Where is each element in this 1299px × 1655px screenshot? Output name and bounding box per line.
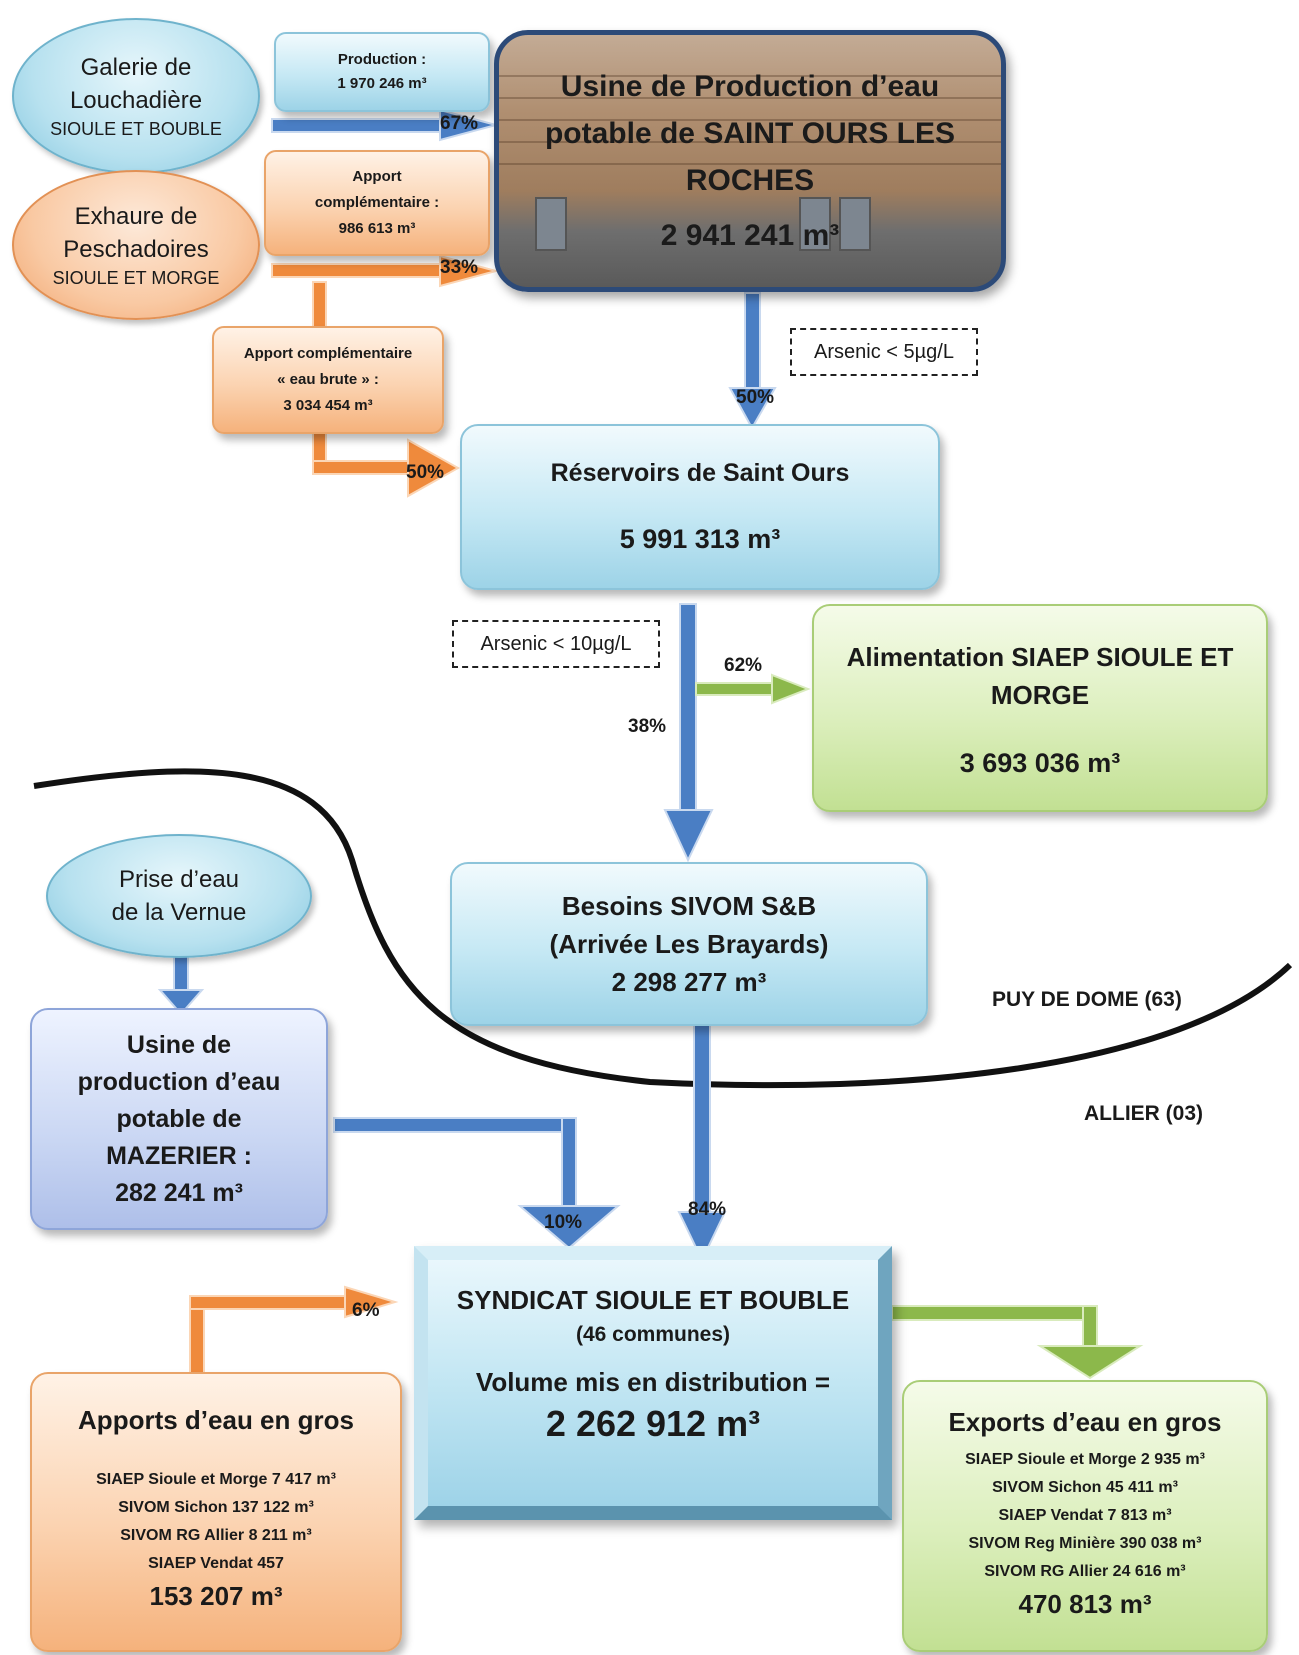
region-puy-de-dome: PUY DE DOME (63) <box>992 988 1182 1011</box>
usine-saint-ours-line1: Usine de Production d’eau <box>560 70 940 103</box>
pct-mazerier: 10% <box>544 1212 583 1233</box>
exhaure-sub: SIOULE ET MORGE <box>52 268 220 288</box>
exhaure-line1: Exhaure de <box>74 203 198 230</box>
galerie-line2: Louchadière <box>69 87 203 114</box>
arrow-to-alimentation <box>695 673 811 705</box>
arrow-besoins-to-syndicat <box>677 1024 727 1263</box>
production-box: Production : 1 970 246 m³ <box>274 32 490 112</box>
usine-saint-ours-value: 2 941 241 m³ <box>660 219 840 252</box>
prise-line2: de la Vernue <box>111 899 247 926</box>
apport-complementaire-box: Apport complémentaire : 986 613 m³ <box>264 150 490 256</box>
building-door-graphic <box>839 197 871 251</box>
syndicat-label: Volume mis en distribution = <box>475 1367 831 1397</box>
arrow-exhaure-to-usine <box>271 254 500 288</box>
arrow-apports-to-syndicat <box>189 1285 399 1397</box>
arsenic-middle-label: Arsenic < 10µg/L <box>452 620 660 668</box>
pct-usine-to-reservoirs: 50% <box>736 387 775 408</box>
exports-item: SIVOM Reg Minière 390 038 m³ <box>968 1535 1202 1552</box>
mazerier-line4: MAZERIER : <box>106 1141 252 1170</box>
exports-title: Exports d’eau en gros <box>948 1407 1222 1437</box>
usine-saint-ours-node: Usine de Production d’eau potable de SAI… <box>494 30 1006 292</box>
mazerier-value: 282 241 m³ <box>115 1178 243 1207</box>
syndicat-value: 2 262 912 m³ <box>545 1403 761 1444</box>
reservoirs-node: Réservoirs de Saint Ours 5 991 313 m³ <box>460 424 940 590</box>
arrow-reservoirs-to-besoins <box>663 603 714 863</box>
apport-eau-brute-box: Apport complémentaire « eau brute » : 3 … <box>212 326 444 434</box>
besoins-value: 2 298 277 m³ <box>611 967 767 997</box>
arrow-syndicat-to-exports <box>891 1305 1144 1380</box>
apports-total: 153 207 m³ <box>149 1581 283 1611</box>
apports-item: SIVOM RG Allier 8 211 m³ <box>120 1527 312 1544</box>
arrow-usine-to-reservoirs <box>728 292 777 431</box>
apport-comp-line1: Apport <box>352 168 402 185</box>
prise-line1: Prise d’eau <box>118 866 240 893</box>
arrow-prise-to-mazerier <box>157 951 205 1016</box>
apport-brute-line1: Apport complémentaire <box>243 345 413 362</box>
usine-saint-ours-line3: ROCHES <box>685 164 815 197</box>
apports-item: SIAEP Sioule et Morge 7 417 m³ <box>96 1471 336 1488</box>
region-allier: ALLIER (03) <box>1084 1102 1204 1125</box>
exports-item: SIAEP Vendat 7 813 m³ <box>998 1507 1172 1524</box>
syndicat-sioule-bouble-node: SYNDICAT SIOULE ET BOUBLE (46 communes) … <box>414 1246 892 1520</box>
production-value: 1 970 246 m³ <box>337 75 427 92</box>
exhaure-line2: Peschadoires <box>63 236 209 263</box>
arrow-galerie-to-usine <box>271 108 500 142</box>
apports-item: SIVOM Sichon 137 122 m³ <box>118 1499 314 1516</box>
pct-brute-to-reservoirs: 50% <box>406 462 445 483</box>
exports-eau-gros-node: Exports d’eau en gros SIAEP Sioule et Mo… <box>902 1380 1268 1652</box>
galerie-louchadiere-node: Galerie de Louchadière SIOULE ET BOUBLE <box>12 18 260 174</box>
alimentation-line1: Alimentation SIAEP SIOULE ET <box>846 641 1234 672</box>
reservoirs-title: Réservoirs de Saint Ours <box>550 459 850 487</box>
apport-comp-line2: complémentaire : <box>314 194 440 211</box>
prise-eau-vernue-node: Prise d’eau de la Vernue <box>46 834 312 958</box>
apport-brute-value: 3 034 454 m³ <box>283 397 373 414</box>
building-door-graphic <box>799 197 831 251</box>
reservoirs-value: 5 991 313 m³ <box>619 524 781 554</box>
production-label: Production : <box>337 51 427 68</box>
pct-to-alimentation: 62% <box>724 655 763 676</box>
pct-besoins: 84% <box>688 1199 727 1220</box>
apports-item: SIAEP Vendat 457 <box>148 1555 284 1572</box>
galerie-line1: Galerie de <box>80 54 192 81</box>
usine-saint-ours-line2: potable de SAINT OURS LES <box>544 117 956 150</box>
besoins-sivom-node: Besoins SIVOM S&B (Arrivée Les Brayards)… <box>450 862 928 1026</box>
exports-total: 470 813 m³ <box>1018 1589 1152 1619</box>
mazerier-line2: production d’eau <box>77 1067 281 1096</box>
usine-mazerier-node: Usine de production d’eau potable de MAZ… <box>30 1008 328 1230</box>
besoins-line1: Besoins SIVOM S&B <box>561 891 817 921</box>
exhaure-peschadoires-node: Exhaure de Peschadoires SIOULE ET MORGE <box>12 170 260 320</box>
arsenic-top-label: Arsenic < 5µg/L <box>790 328 978 376</box>
exports-item: SIVOM RG Allier 24 616 m³ <box>984 1563 1186 1580</box>
apport-comp-value: 986 613 m³ <box>338 220 416 237</box>
alimentation-siaep-node: Alimentation SIAEP SIOULE ET MORGE 3 693… <box>812 604 1268 812</box>
apports-eau-gros-node: Apports d’eau en gros SIAEP Sioule et Mo… <box>30 1372 402 1652</box>
pct-galerie: 67% <box>440 113 479 134</box>
besoins-line2: (Arrivée Les Brayards) <box>549 929 829 959</box>
galerie-sub: SIOULE ET BOUBLE <box>50 119 222 139</box>
exports-item: SIVOM Sichon 45 411 m³ <box>992 1479 1178 1496</box>
syndicat-title: SYNDICAT SIOULE ET BOUBLE <box>456 1285 850 1315</box>
pct-to-besoins: 38% <box>628 716 667 737</box>
mazerier-line3: potable de <box>116 1104 242 1133</box>
alimentation-line2: MORGE <box>990 679 1090 710</box>
alimentation-value: 3 693 036 m³ <box>959 747 1121 778</box>
exports-item: SIAEP Sioule et Morge 2 935 m³ <box>965 1451 1205 1468</box>
department-border-line <box>33 768 1293 1089</box>
apports-title: Apports d’eau en gros <box>78 1405 354 1435</box>
syndicat-subtitle: (46 communes) <box>575 1323 731 1346</box>
mazerier-line1: Usine de <box>126 1030 232 1059</box>
arrow-mazerier-to-syndicat <box>333 1117 621 1250</box>
building-door-graphic <box>535 197 567 251</box>
apport-brute-line2: « eau brute » : <box>277 371 379 388</box>
pct-apports: 6% <box>352 1300 380 1321</box>
pct-exhaure: 33% <box>440 257 479 278</box>
